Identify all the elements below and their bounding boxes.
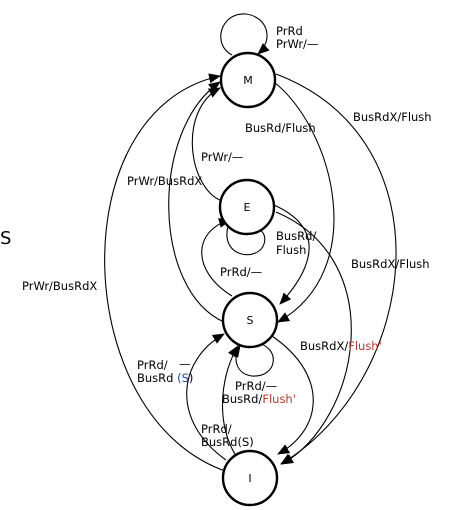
label-i-to-s-1: PrRd/ — [201, 422, 232, 436]
edge-e-to-i — [275, 211, 352, 465]
edge-i-to-m — [104, 73, 229, 473]
label-s-self-1: PrRd/— — [235, 379, 277, 393]
state-e-label: E — [244, 201, 251, 214]
label-m-self-1: PrRd — [276, 24, 303, 38]
label-i-to-s-blue-2-base: BusRd — [137, 371, 173, 385]
label-m-self-2: PrWr/— — [276, 37, 318, 51]
label-e-to-s-2: Flush — [276, 243, 306, 257]
edge-e-to-s — [273, 204, 310, 305]
state-m-label: M — [243, 74, 253, 87]
label-i-to-s-2: BusRd(S) — [201, 435, 254, 449]
label-s-to-m: PrWr/BusRdX — [127, 174, 202, 188]
edge-i-to-s-blue — [186, 333, 227, 461]
edge-s-self — [229, 341, 274, 377]
label-i-to-m: PrWr/BusRdX — [22, 279, 97, 293]
edge-s-to-i — [271, 335, 314, 455]
label-m-to-s: BusRd/Flush — [245, 121, 316, 135]
label-e-to-i: BusRdX/Flush — [351, 257, 430, 271]
edge-m-to-i — [275, 73, 397, 465]
label-s-self-2: BusRd/Flush' — [222, 392, 296, 406]
state-s-label: S — [247, 314, 254, 327]
label-e-to-m: PrWr/— — [201, 150, 243, 164]
label-s-self-2-highlight: Flush' — [262, 392, 296, 406]
label-i-to-s-blue-mark: — — [179, 357, 191, 371]
edge-i-to-s — [221, 345, 239, 457]
edge-s-to-m — [168, 81, 225, 323]
state-m: M — [219, 51, 277, 109]
label-e-self: PrRd/— — [220, 265, 262, 279]
state-i: I — [221, 449, 279, 507]
label-s-self-2-prefix: BusRd/ — [222, 392, 262, 406]
state-s: S — [221, 291, 279, 349]
label-i-to-s-blue-2: BusRd (S) — [137, 371, 193, 385]
edge-e-to-m — [191, 87, 223, 202]
label-e-to-s-1: BusRd/ — [276, 229, 316, 243]
label-i-to-s-blue-2-highlight: (S — [177, 371, 189, 385]
edge-m-to-s — [273, 81, 335, 323]
label-m-to-i: BusRdX/Flush — [353, 110, 432, 124]
edge-m-self — [220, 13, 270, 56]
label-s-to-i-prefix: BusRdX/ — [300, 339, 348, 353]
stray-letter: S — [0, 228, 11, 249]
state-i-label: I — [248, 472, 251, 485]
label-i-to-s-blue-2-suffix: ) — [189, 371, 194, 385]
label-i-to-s-blue-1: PrRd/ — [137, 358, 168, 372]
label-s-to-i-highlight: Flush' — [348, 339, 382, 353]
label-s-to-i: BusRdX/Flush' — [300, 339, 382, 353]
edge-s-to-e — [201, 218, 233, 297]
state-e: E — [218, 178, 276, 236]
